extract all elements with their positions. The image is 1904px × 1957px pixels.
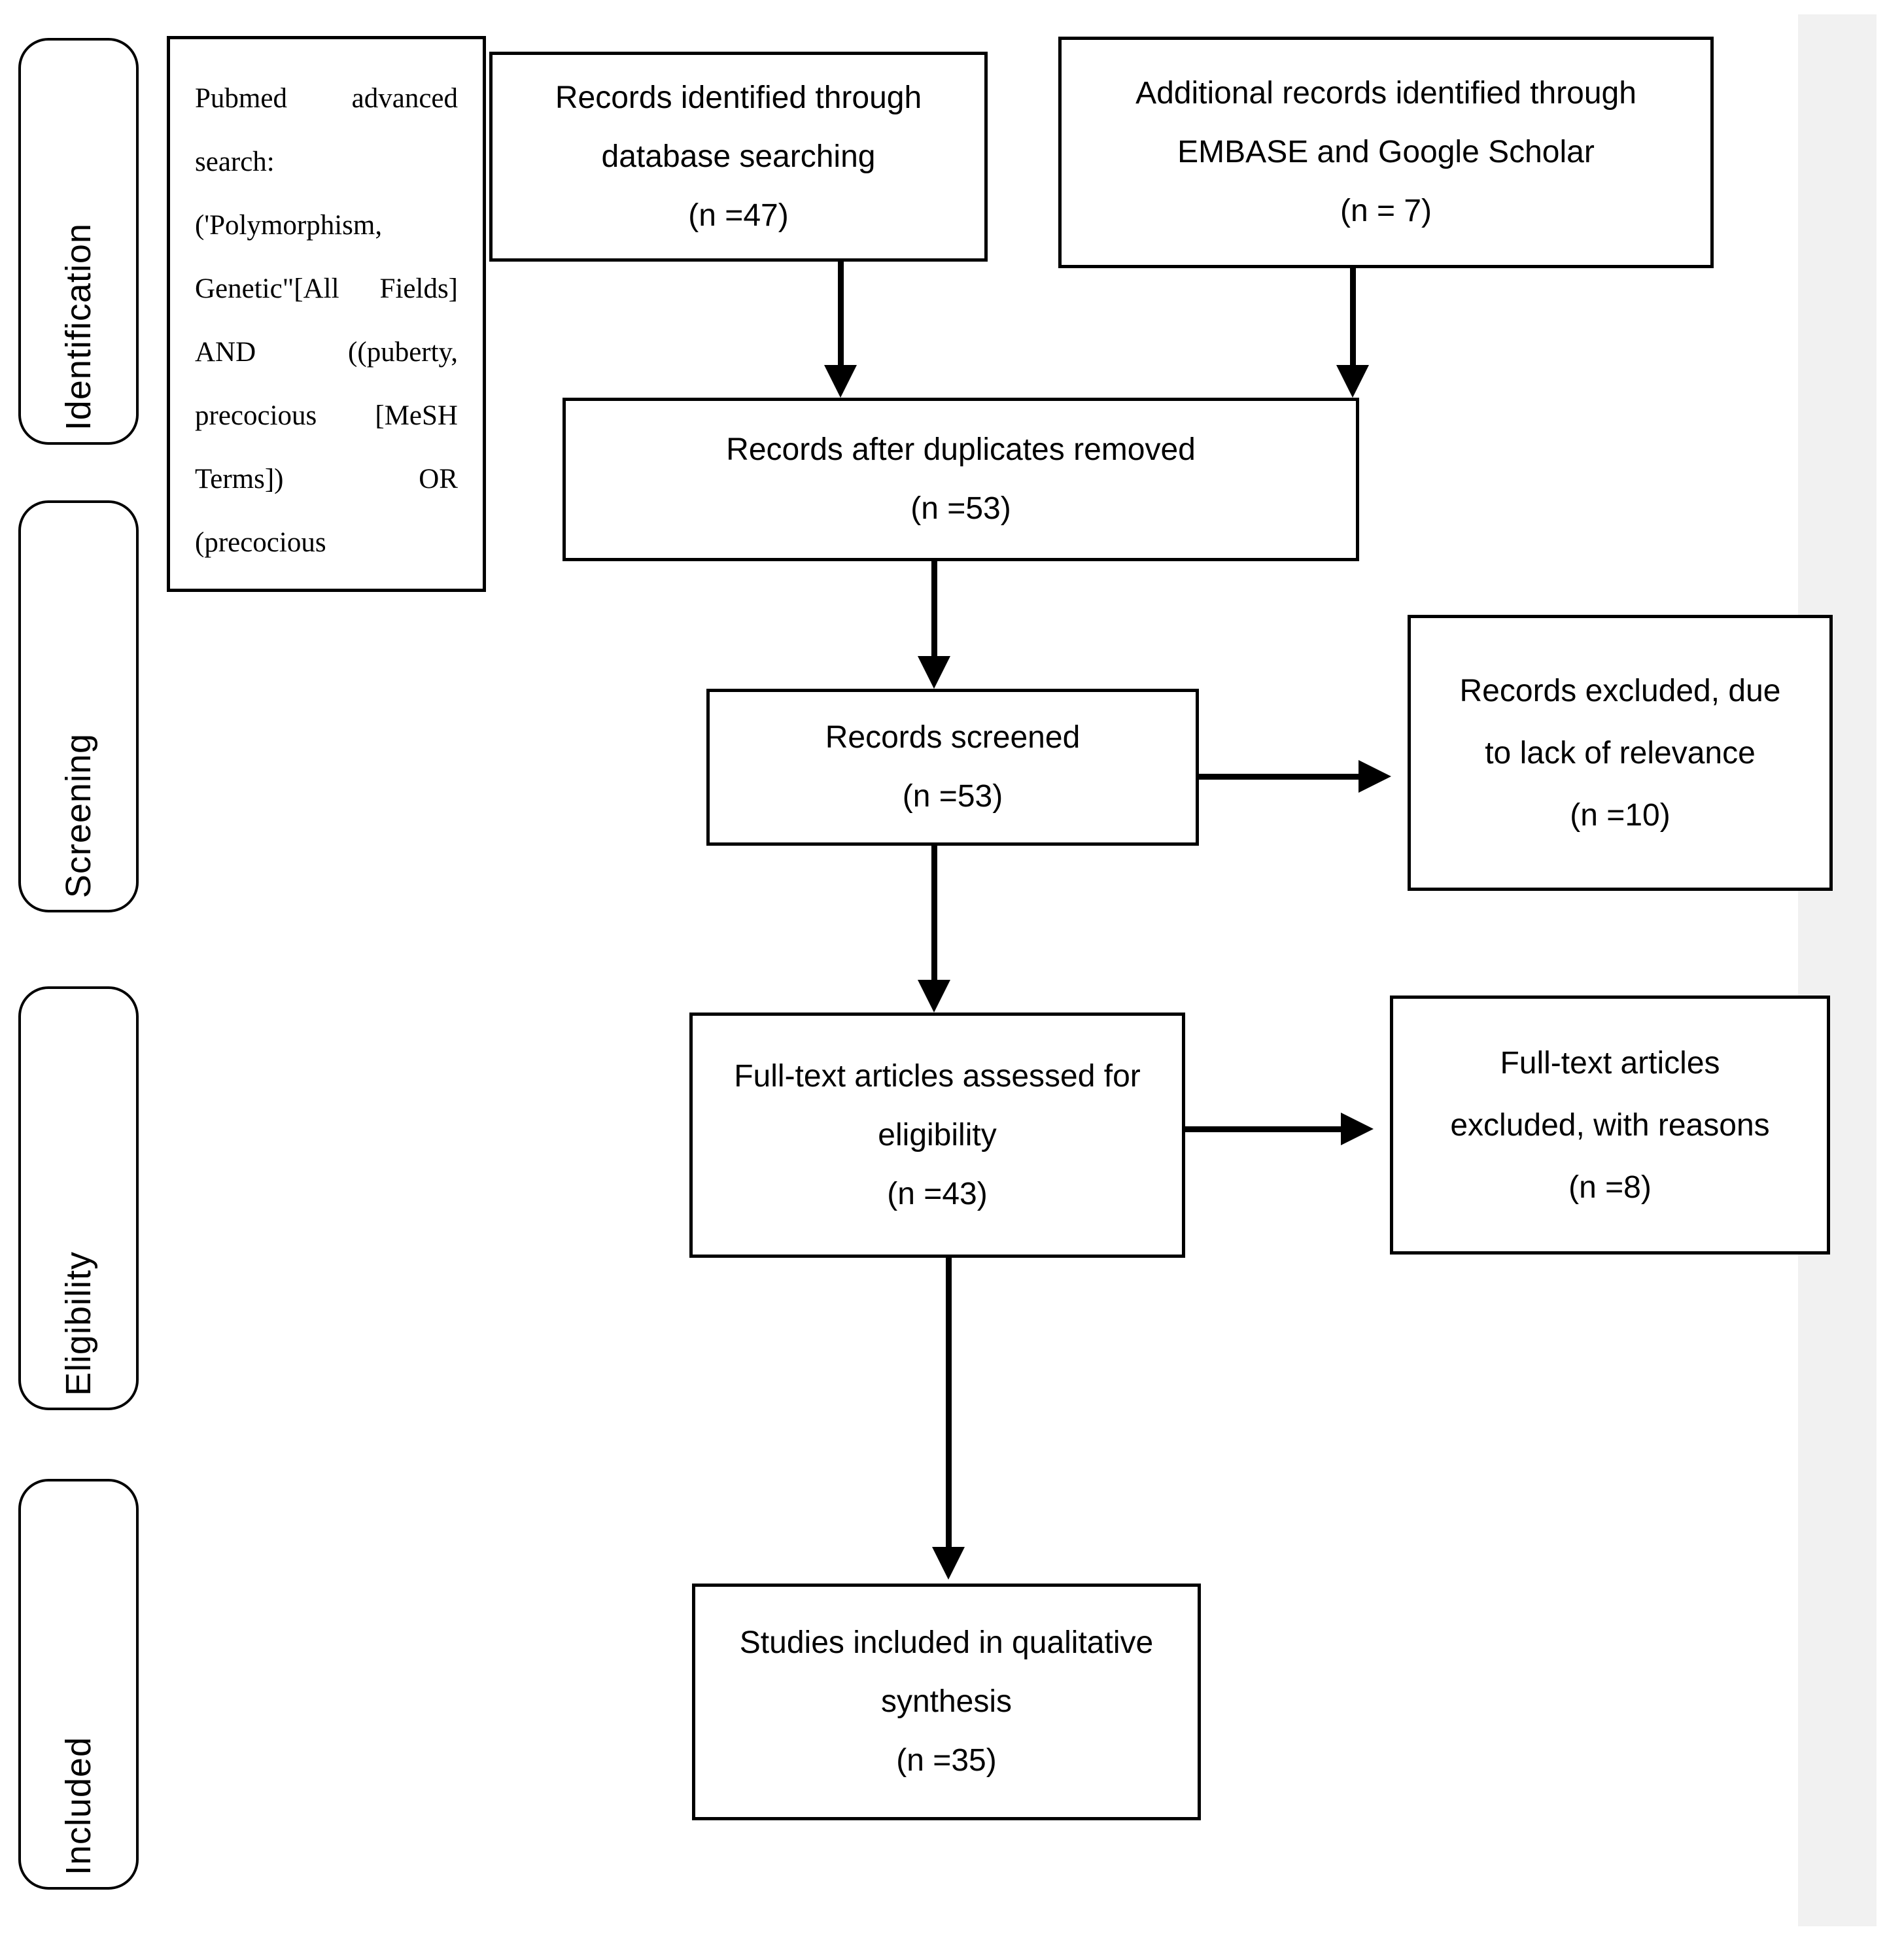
box-text-line: database searching [601, 139, 876, 174]
box-text-line: Full-text articles assessed for [734, 1058, 1141, 1094]
arrow-line [946, 1258, 952, 1551]
box-count-line: (n =35) [896, 1743, 997, 1778]
box-records-screened: Records screened (n =53) [706, 689, 1199, 846]
box-records-excluded: Records excluded, due to lack of relevan… [1408, 615, 1833, 891]
search-note-line: Terms]) OR [195, 464, 458, 494]
arrow-line [1184, 1126, 1346, 1132]
stage-label-eligibility: Eligibility [59, 1251, 98, 1396]
box-text-line: EMBASE and Google Scholar [1177, 135, 1595, 169]
stage-label-screening: Screening [59, 733, 98, 898]
search-query-note: Pubmed advanced search: ('Polymorphism, … [167, 36, 486, 592]
stage-label-included: Included [59, 1736, 98, 1875]
box-text-line: Full-text articles [1500, 1045, 1720, 1081]
search-note-line: Genetic"[All Fields] [195, 273, 458, 304]
arrow-line [1199, 774, 1364, 780]
search-note-line: AND ((puberty, [195, 337, 458, 368]
box-text-line: Records identified through [555, 80, 922, 115]
arrowhead-down-icon [918, 980, 950, 1013]
box-fulltext-assessed: Full-text articles assessed for eligibil… [689, 1013, 1185, 1258]
box-duplicates-removed: Records after duplicates removed (n =53) [563, 398, 1359, 561]
search-note-line: Pubmed advanced [195, 83, 458, 114]
arrowhead-down-icon [918, 656, 950, 689]
box-additional-records: Additional records identified through EM… [1058, 37, 1714, 268]
search-note-line: search: [195, 147, 275, 177]
page-margin-band [1798, 14, 1877, 1926]
box-text-line: excluded, with reasons [1450, 1107, 1770, 1143]
search-note-line: ('Polymorphism, [195, 210, 383, 241]
search-note-line: (precocious [195, 527, 326, 558]
arrow-line [931, 846, 937, 984]
box-count-line: (n =47) [688, 198, 789, 233]
box-text-line: to lack of relevance [1485, 735, 1756, 771]
box-count-line: (n =8) [1568, 1169, 1652, 1205]
arrowhead-right-icon [1341, 1113, 1374, 1145]
arrow-line [1350, 268, 1356, 370]
box-text-line: Records excluded, due [1459, 673, 1781, 708]
arrowhead-down-icon [824, 365, 857, 398]
arrow-line [931, 561, 937, 661]
stage-box-eligibility: Eligibility [18, 986, 139, 1410]
box-text-line: synthesis [880, 1684, 1013, 1719]
box-text-line: Records after duplicates removed [726, 432, 1196, 467]
box-records-identified: Records identified through database sear… [489, 52, 988, 262]
arrowhead-down-icon [1336, 365, 1369, 398]
arrowhead-down-icon [932, 1547, 965, 1580]
box-count-line: (n =53) [910, 491, 1011, 526]
box-text-line: eligibility [878, 1117, 997, 1152]
box-text-line: Studies included in qualitative [739, 1625, 1154, 1660]
box-count-line: (n = 7) [1340, 194, 1432, 228]
stage-box-screening: Screening [18, 500, 139, 912]
arrowhead-right-icon [1359, 760, 1391, 793]
search-note-line: precocious [MeSH [195, 400, 458, 431]
box-count-line: (n =53) [902, 779, 1003, 814]
box-fulltext-excluded: Full-text articles excluded, with reason… [1390, 996, 1830, 1255]
stage-box-identification: Identification [18, 38, 139, 445]
box-text-line: Additional records identified through [1135, 76, 1636, 111]
box-studies-included: Studies included in qualitative synthesi… [692, 1584, 1201, 1820]
box-count-line: (n =43) [887, 1176, 988, 1211]
arrow-line [838, 261, 844, 370]
stage-box-included: Included [18, 1479, 139, 1890]
box-count-line: (n =10) [1570, 797, 1670, 833]
stage-label-identification: Identification [59, 222, 98, 430]
box-text-line: Records screened [825, 720, 1081, 755]
